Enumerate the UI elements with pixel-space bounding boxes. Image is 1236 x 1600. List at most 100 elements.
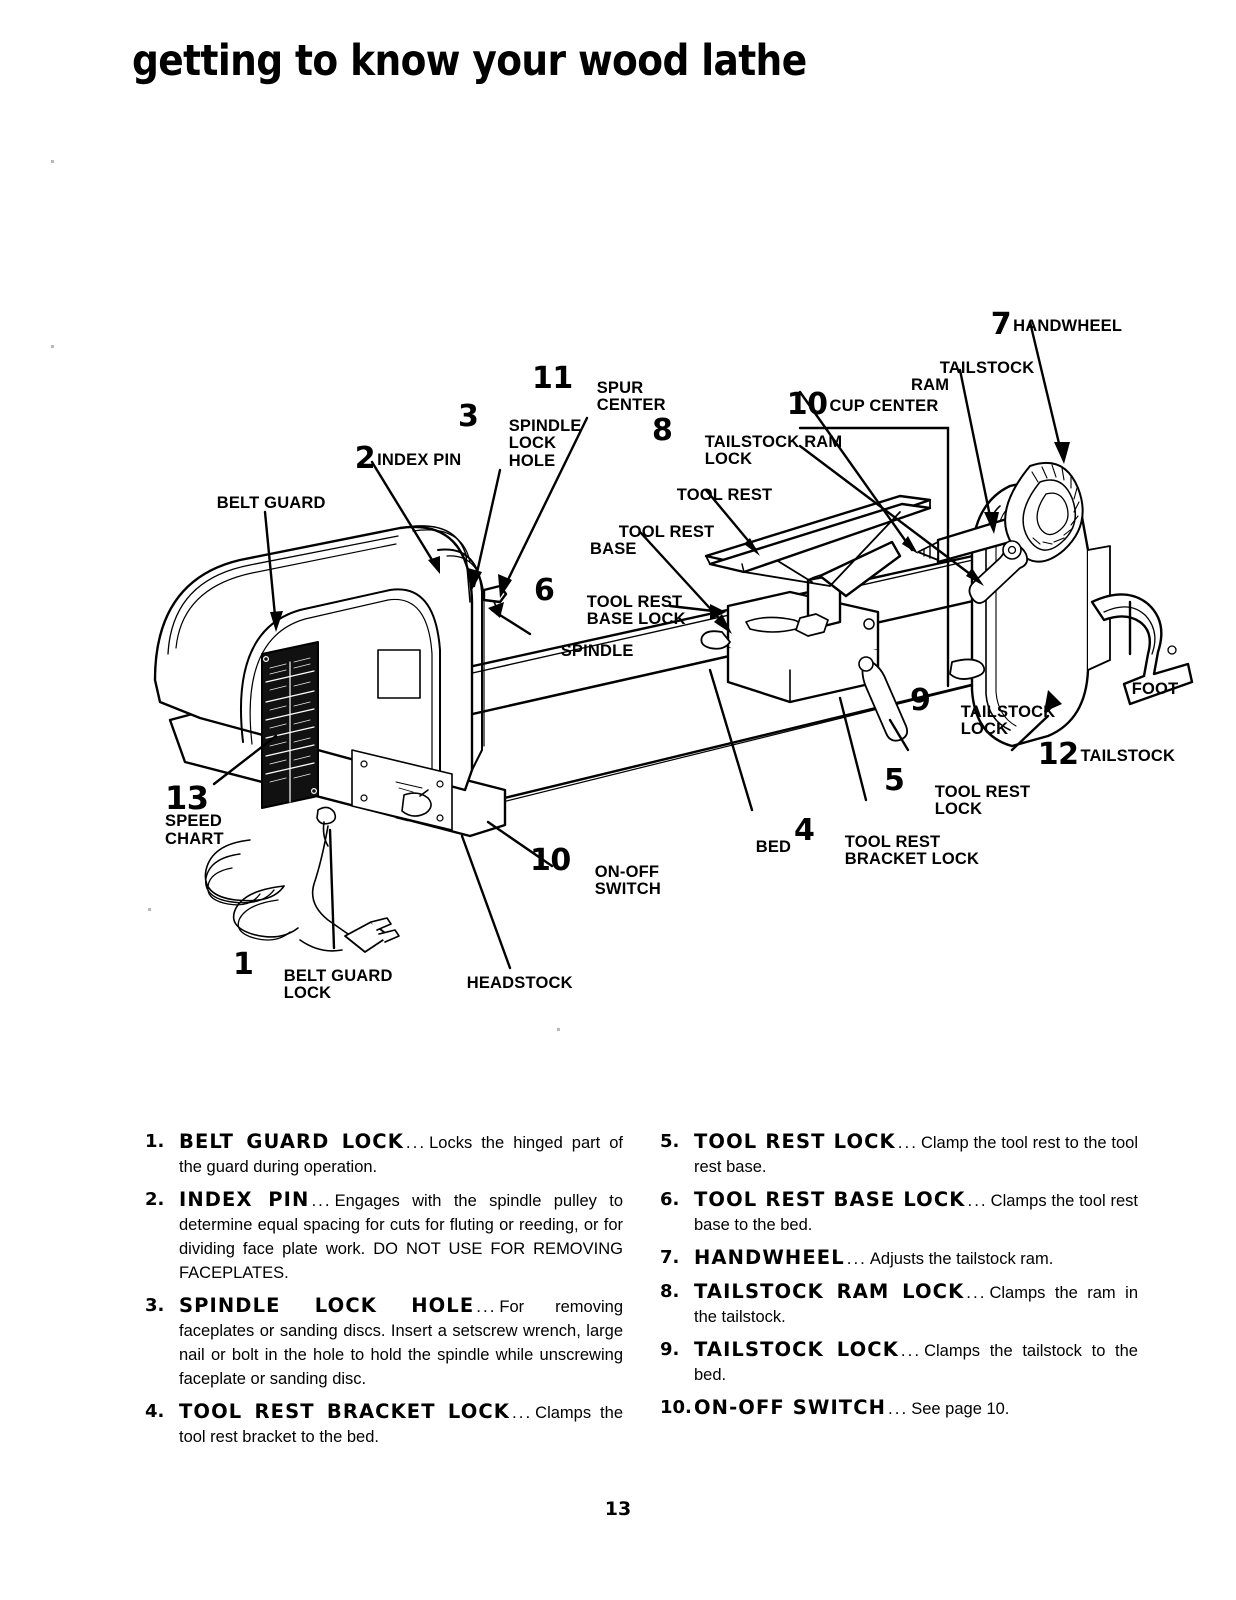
callout-number: 8 bbox=[652, 413, 673, 448]
lathe-drawing bbox=[153, 320, 1194, 970]
scan-speck bbox=[148, 908, 151, 911]
callout-label: BELT GUARD LOCK bbox=[283, 966, 393, 1002]
page-number: 13 bbox=[604, 1498, 632, 1520]
callout-number: 13 bbox=[165, 779, 209, 817]
callout-number: 11 bbox=[532, 361, 573, 396]
callout-label: TOOL REST LOCK bbox=[934, 782, 1031, 818]
list-item-dots: ... bbox=[512, 1403, 533, 1422]
callout-number: 7 bbox=[990, 307, 1012, 342]
list-item: 6. TOOL REST BASE LOCK...Clamps the tool… bbox=[660, 1188, 1138, 1237]
list-item-body: ON-OFF SWITCH...See page 10. bbox=[694, 1396, 1138, 1421]
list-item-body: TOOL REST BASE LOCK...Clamps the tool re… bbox=[694, 1188, 1138, 1237]
list-item-term: SPINDLE LOCK HOLE bbox=[179, 1294, 475, 1317]
list-item: 8. TAILSTOCK RAM LOCK...Clamps the ram i… bbox=[660, 1280, 1138, 1329]
callout-number: 9 bbox=[910, 683, 931, 718]
list-item-index: 9. bbox=[660, 1339, 680, 1360]
list-item-term: TOOL REST BASE LOCK bbox=[694, 1188, 966, 1211]
list-item-term: TAILSTOCK RAM LOCK bbox=[694, 1280, 965, 1303]
list-item-index: 2. bbox=[145, 1189, 165, 1210]
callout-label: HEADSTOCK bbox=[466, 974, 573, 992]
callout-label: SPUR CENTER bbox=[596, 378, 666, 414]
list-item-index: 8. bbox=[660, 1281, 680, 1302]
list-item-body: TOOL REST LOCK...Clamp the tool rest to … bbox=[694, 1130, 1138, 1179]
callout-bed: BED bbox=[727, 820, 791, 874]
list-item-dots: ... bbox=[897, 1133, 918, 1152]
list-item-body: HANDWHEEL...Adjusts the tailstock ram. bbox=[694, 1246, 1138, 1271]
callout-label: TAILSTOCK LOCK bbox=[960, 702, 1056, 738]
callout-belt-guard: BELT GUARD bbox=[188, 476, 326, 530]
callout-label: BED bbox=[755, 838, 792, 856]
list-item: 1. BELT GUARD LOCK...Locks the hinged pa… bbox=[145, 1130, 623, 1179]
list-item-body: TOOL REST BRACKET LOCK...Clamps the tool… bbox=[179, 1400, 623, 1449]
callout-tool-rest: TOOL REST bbox=[648, 468, 772, 522]
list-item-term: HANDWHEEL bbox=[694, 1246, 845, 1269]
list-item: 3. SPINDLE LOCK HOLE...For removing face… bbox=[145, 1294, 623, 1391]
callout-headstock: HEADSTOCK bbox=[438, 956, 573, 1010]
list-item-body: INDEX PIN...Engages with the spindle pul… bbox=[179, 1188, 623, 1285]
list-item-body: TAILSTOCK LOCK...Clamps the tailstock to… bbox=[694, 1338, 1138, 1387]
list-item: 4. TOOL REST BRACKET LOCK...Clamps the t… bbox=[145, 1400, 623, 1449]
feature-list-left-column: 1. BELT GUARD LOCK...Locks the hinged pa… bbox=[145, 1130, 623, 1458]
list-item-dots: ... bbox=[405, 1133, 427, 1152]
callout-label: CUP CENTER bbox=[829, 397, 939, 415]
list-item: 5. TOOL REST LOCK...Clamp the tool rest … bbox=[660, 1130, 1138, 1179]
callout-number: 2 bbox=[354, 441, 376, 476]
callout-number: 1 bbox=[233, 947, 254, 982]
list-item-description: Clamps the ram in the tailstock. bbox=[694, 1284, 1138, 1326]
list-item-term: TOOL REST BRACKET LOCK bbox=[179, 1400, 510, 1423]
list-item: 2. INDEX PIN...Engages with the spindle … bbox=[145, 1188, 623, 1285]
list-item-dots: ... bbox=[888, 1399, 909, 1418]
list-item-body: TAILSTOCK RAM LOCK...Clamps the ram in t… bbox=[694, 1280, 1138, 1329]
callout-tailstock-ram: TAILSTOCK RAM bbox=[911, 342, 1034, 412]
callout-tool-rest-base: TOOL REST BASE bbox=[590, 506, 714, 576]
callout-label: SPEED CHART bbox=[165, 812, 224, 848]
callout-number: 10 bbox=[530, 843, 571, 878]
list-item-term: ON-OFF SWITCH bbox=[694, 1396, 887, 1419]
list-item-body: SPINDLE LOCK HOLE...For removing facepla… bbox=[179, 1294, 623, 1391]
list-item: 7. HANDWHEEL...Adjusts the tailstock ram… bbox=[660, 1246, 1138, 1271]
list-item-description: See page 10. bbox=[911, 1400, 1010, 1418]
callout-number: 3 bbox=[458, 399, 479, 434]
list-item-dots: ... bbox=[967, 1191, 988, 1210]
callout-spur-center: 11 SPUR CENTER bbox=[532, 362, 666, 432]
list-item-description: Clamps the tailstock to the bed. bbox=[694, 1342, 1138, 1384]
list-item-description: Clamps the tool rest base to the bed. bbox=[694, 1192, 1138, 1234]
list-item: 9. TAILSTOCK LOCK...Clamps the tailstock… bbox=[660, 1338, 1138, 1387]
callout-number: 12 bbox=[1037, 737, 1079, 772]
callout-label: TAILSTOCK RAM bbox=[911, 358, 1035, 394]
list-item-description: Locks the hinged part of the guard durin… bbox=[179, 1134, 623, 1176]
list-item-dots: ... bbox=[900, 1341, 922, 1360]
list-item-dots: ... bbox=[311, 1191, 332, 1210]
callout-label: TOOL REST BASE bbox=[590, 522, 715, 558]
list-item-index: 6. bbox=[660, 1189, 680, 1210]
page-title: getting to know your wood lathe bbox=[132, 36, 807, 86]
callout-label: TOOL REST BASE LOCK bbox=[586, 592, 686, 628]
list-item-dots: ... bbox=[476, 1297, 497, 1316]
list-item-term: TOOL REST LOCK bbox=[694, 1130, 896, 1153]
list-item-description: Clamps the tool rest bracket to the bed. bbox=[179, 1404, 623, 1446]
feature-list-right-column: 5. TOOL REST LOCK...Clamp the tool rest … bbox=[660, 1130, 1138, 1430]
callout-label: TOOL REST bbox=[676, 486, 773, 504]
list-item-description: For removing faceplates or sanding discs… bbox=[179, 1298, 623, 1388]
callout-number: 4 bbox=[794, 813, 815, 848]
callout-label: SPINDLE bbox=[560, 642, 634, 660]
list-item-index: 10. bbox=[660, 1397, 692, 1418]
list-item-dots: ... bbox=[966, 1283, 987, 1302]
scan-speck bbox=[51, 160, 54, 163]
callout-spindle: SPINDLE bbox=[532, 624, 634, 678]
list-item-term: TAILSTOCK LOCK bbox=[694, 1338, 899, 1361]
callout-label: BELT GUARD bbox=[216, 494, 326, 512]
list-item-body: BELT GUARD LOCK...Locks the hinged part … bbox=[179, 1130, 623, 1179]
list-item-index: 4. bbox=[145, 1401, 165, 1422]
